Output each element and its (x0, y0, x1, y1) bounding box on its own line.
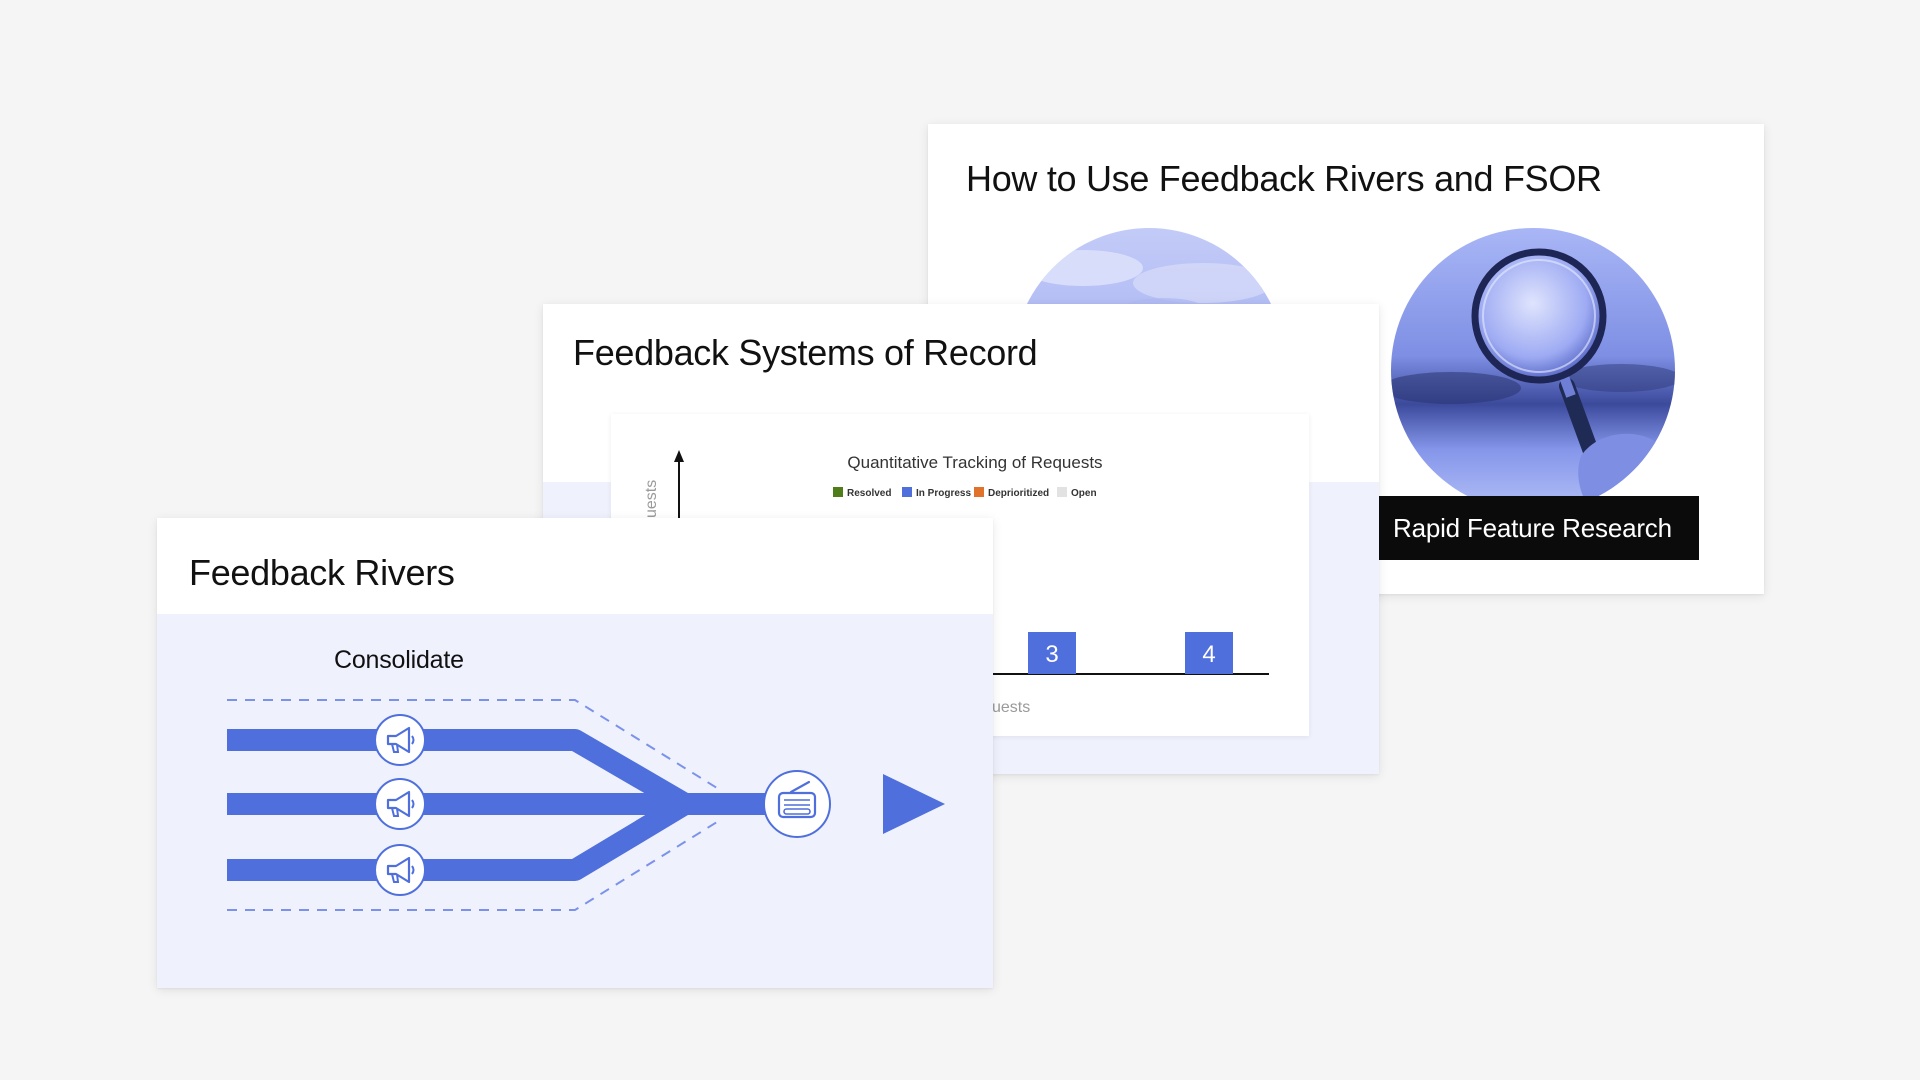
dashed-envelope-bottom (227, 821, 718, 911)
legend-label: Deprioritized (988, 488, 1049, 499)
arrow-head (883, 774, 945, 834)
legend-swatch (1057, 487, 1067, 497)
x-axis-label: uests (992, 699, 1030, 716)
megaphone-icon (374, 778, 426, 830)
bar-value-label: 4 (1202, 641, 1215, 668)
slide-title: Feedback Rivers (189, 552, 455, 593)
river-diagram (227, 699, 945, 911)
chart-legend: Resolved In Progress Deprioritized Open (833, 487, 1097, 499)
radio-icon (763, 770, 831, 838)
caption-label: Rapid Feature Research (1379, 496, 1699, 560)
bar (1185, 632, 1233, 674)
magnifying-glass-photo (1391, 228, 1675, 512)
y-axis-label: uests (643, 480, 660, 518)
legend-swatch (833, 487, 843, 497)
consolidate-label: Consolidate (334, 646, 464, 674)
legend-swatch (902, 487, 912, 497)
bar-value-label: 3 (1045, 641, 1058, 668)
legend-label: Resolved (847, 488, 891, 499)
requests-chart: Quantitative Tracking of Requests Resolv… (643, 450, 1269, 736)
slide-title: Feedback Systems of Record (573, 332, 1038, 373)
legend-swatch (974, 487, 984, 497)
chart-title: Quantitative Tracking of Requests (847, 453, 1102, 472)
y-axis-arrow (674, 450, 684, 462)
megaphone-icon (374, 844, 426, 896)
dashed-envelope-top (227, 699, 718, 789)
slide-title: How to Use Feedback Rivers and FSOR (966, 158, 1602, 199)
stream-top (227, 729, 691, 814)
stream-bottom (227, 794, 691, 881)
bar (1028, 632, 1076, 674)
slide-feedback-rivers[interactable]: Feedback Rivers Consolidate (157, 518, 993, 988)
megaphone-icon (374, 714, 426, 766)
legend-label: In Progress (916, 488, 971, 499)
legend-label: Open (1071, 488, 1097, 499)
